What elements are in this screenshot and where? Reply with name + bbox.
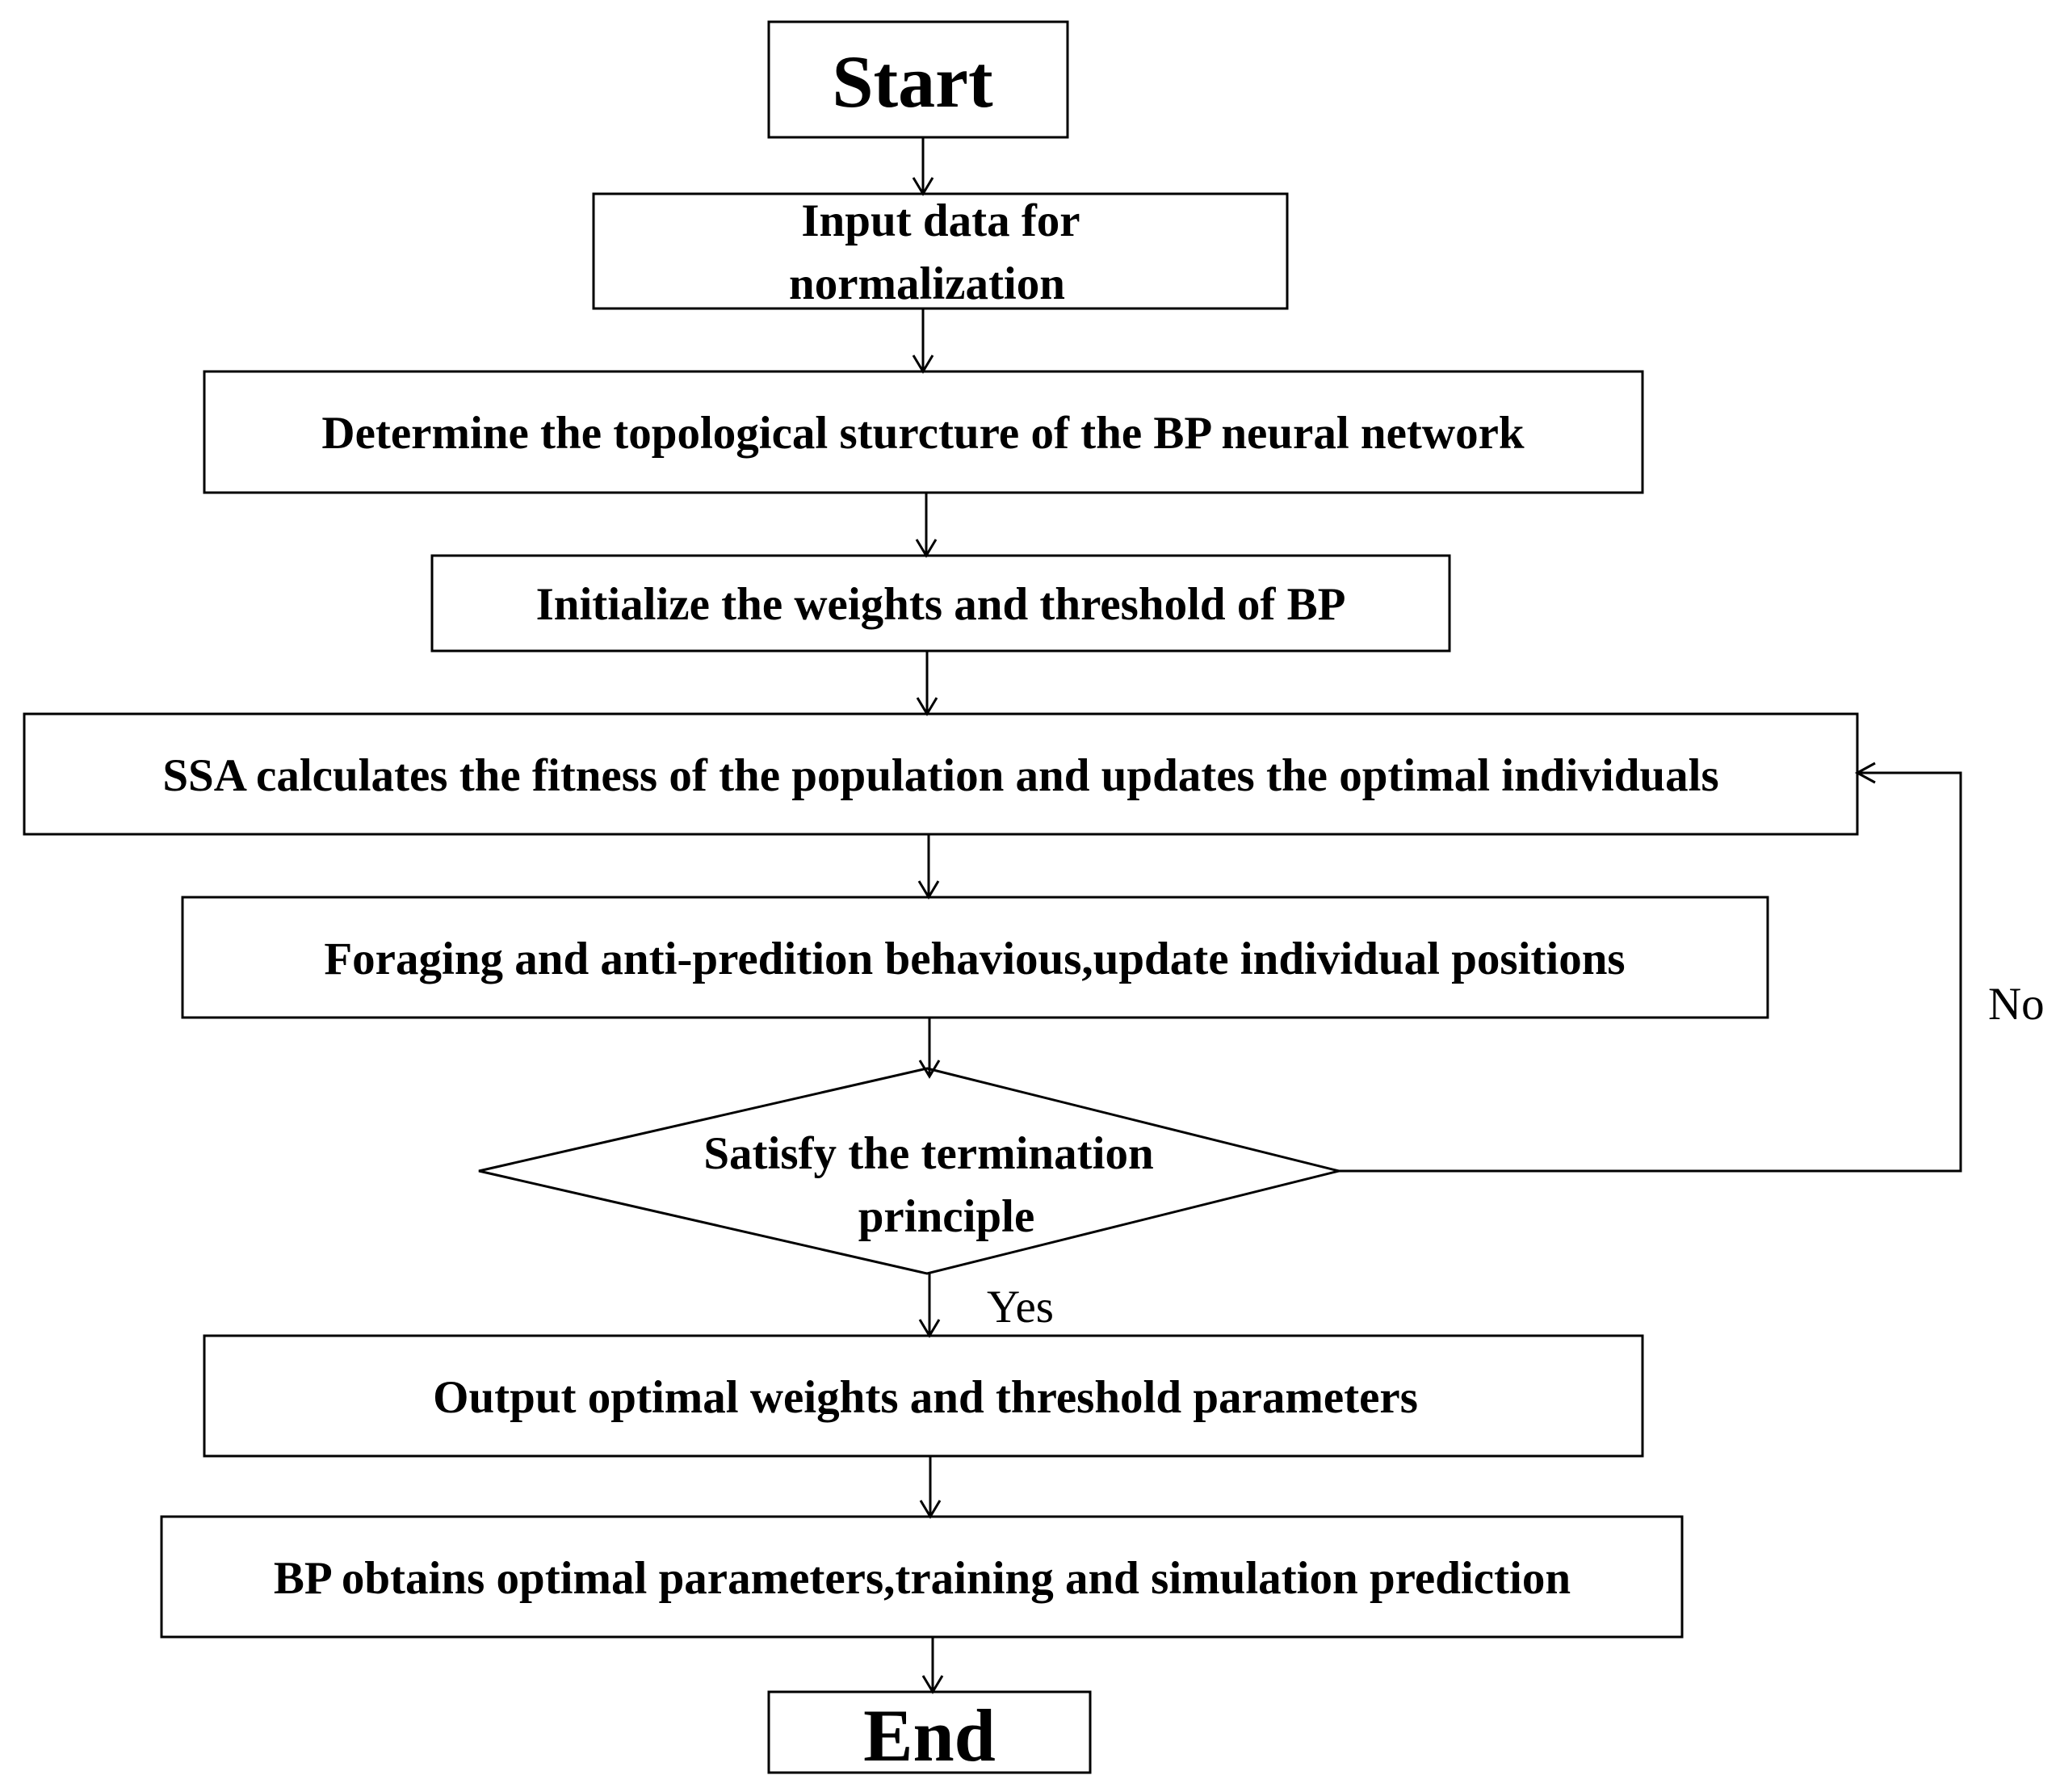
arrow-initialize-to-ssa (916, 651, 938, 716)
arrow-topology-to-initialize (915, 493, 938, 558)
arrow-bp-train-to-end (921, 1637, 944, 1694)
arrow-start-to-input (912, 137, 934, 196)
bp-train-step (160, 1515, 1684, 1639)
initialize-step (430, 554, 1451, 653)
start-node (767, 20, 1069, 139)
arrow-output-to-bp-train (919, 1456, 942, 1519)
arrow-decision-to-output (918, 1274, 941, 1338)
termination-label-line2: principle (858, 1191, 1035, 1242)
foraging-label: Foraging and anti-predition behavious,up… (324, 934, 1625, 984)
yes-label: Yes (987, 1282, 1054, 1332)
foraging-step (181, 896, 1769, 1019)
ssa-fitness-label: SSA calculates the fitness of the popula… (162, 750, 1718, 801)
end-label: End (863, 1694, 996, 1777)
initialize-label: Initialize the weights and threshold of … (536, 579, 1346, 630)
output-label: Output optimal weights and threshold par… (433, 1372, 1418, 1423)
ssa-fitness-step (23, 712, 1859, 836)
input-normalization-label-line2: normalization (789, 258, 1065, 309)
input-normalization-step (592, 192, 1289, 310)
arrow-foraging-to-decision (918, 1018, 941, 1079)
input-normalization-label-line1: Input data for (801, 195, 1080, 246)
bp-train-label: BP obtains optimal parameters,training a… (274, 1553, 1571, 1604)
termination-label-line1: Satisfy the termination (703, 1128, 1153, 1179)
termination-decision (478, 1067, 1340, 1275)
topology-label: Determine the topological sturcture of t… (321, 408, 1524, 459)
output-step (203, 1334, 1644, 1458)
arrow-ssa-to-foraging (917, 834, 940, 900)
start-label: Start (832, 40, 993, 123)
arrow-no-loop-back (1339, 762, 1962, 1173)
no-label: No (1988, 979, 2045, 1030)
end-node (767, 1690, 1092, 1774)
arrow-input-to-topology (912, 308, 934, 374)
